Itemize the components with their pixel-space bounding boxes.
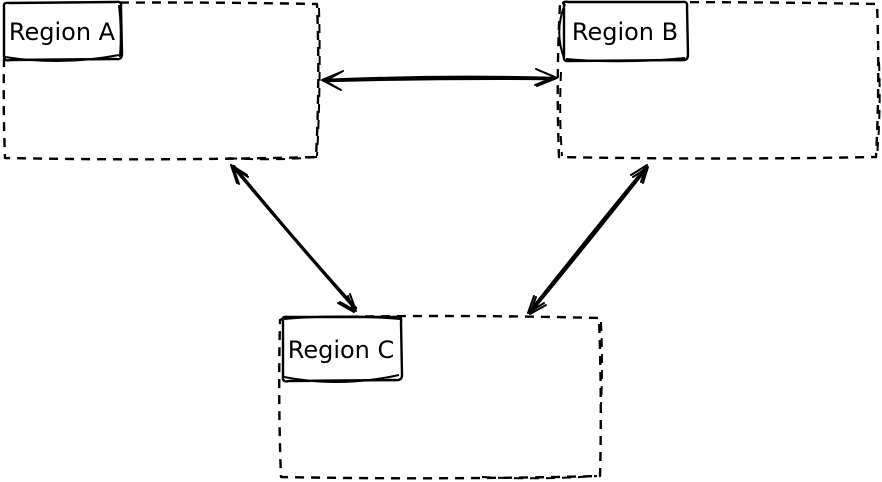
region-c-label: Region C <box>288 336 395 364</box>
region-c-label-box: Region C <box>281 315 404 384</box>
region-b-label-box: Region B <box>558 0 690 63</box>
region-c-border <box>278 314 602 480</box>
region-b-border-overdraw <box>559 61 881 157</box>
edge-ab-arrowhead-right <box>534 68 558 87</box>
region-b-label: Region B <box>572 18 678 46</box>
region-b-label-border <box>562 0 690 63</box>
region-b-border <box>556 1 880 160</box>
edge-ac-arrowhead-bottom <box>337 293 357 313</box>
edge-region-a-region-c <box>230 164 358 313</box>
region-a-border <box>2 1 320 161</box>
region-c-box: Region C <box>278 314 603 480</box>
region-a-box: Region A <box>2 0 321 161</box>
edge-region-b-region-c <box>527 164 649 315</box>
edge-ac-shaft <box>231 164 358 311</box>
edge-bc-shaft <box>528 165 649 314</box>
region-b-label-overdraw <box>558 3 686 63</box>
region-a-label-overdraw <box>4 4 122 63</box>
edge-ac-arrowhead-top <box>230 164 249 185</box>
region-c-label-overdraw <box>283 315 401 384</box>
region-b-box: Region B <box>556 0 881 160</box>
region-c-label-border <box>281 315 404 383</box>
edge-bc-arrowhead-bottom <box>527 295 547 315</box>
region-a-label-box: Region A <box>2 0 124 63</box>
edge-ab-arrowhead-left <box>321 70 344 91</box>
edge-ab-shaft <box>322 75 557 83</box>
region-c-border-overdraw <box>481 321 603 480</box>
edge-region-a-region-b <box>321 68 558 91</box>
region-a-label: Region A <box>9 18 116 46</box>
region-a-border-overdraw <box>225 7 321 161</box>
edge-bc-arrowhead-top <box>630 164 649 184</box>
region-a-label-border <box>2 0 124 62</box>
